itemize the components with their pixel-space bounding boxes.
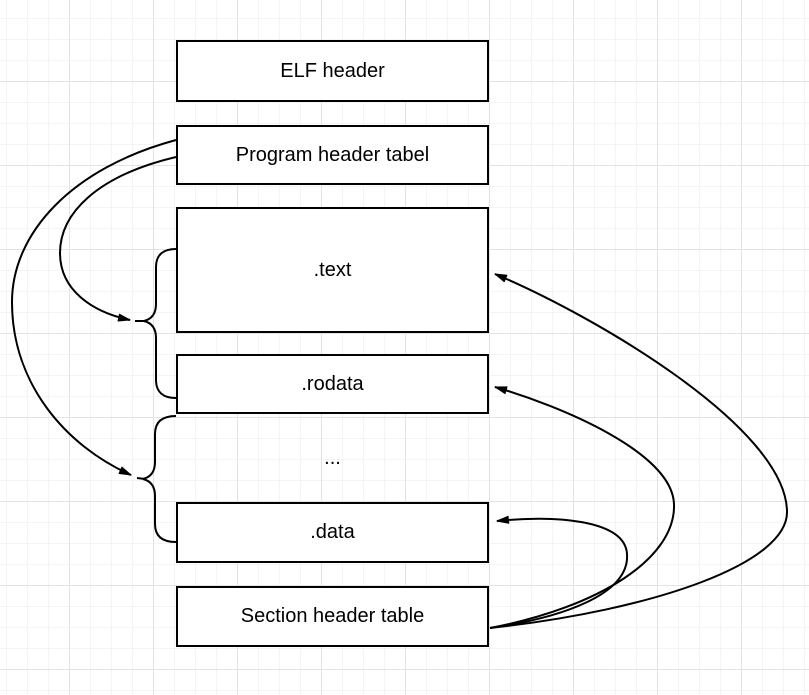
arrow-pht-to-ellipsis-data-group[interactable] [10,139,177,476]
arrow-sht-to-rodata[interactable] [489,386,676,629]
node-ellipsis[interactable]: ... [176,428,489,488]
node-ellipsis-label: ... [324,446,341,469]
node-program-header-table-label: Program header tabel [235,143,430,166]
node-rodata-section[interactable]: .rodata [176,354,489,414]
arrow-sht-to-data[interactable] [489,515,629,629]
node-data-section-label: .data [310,521,355,543]
node-data-section[interactable]: .data [176,502,489,563]
node-program-header-table[interactable]: Program header tabel [176,125,489,185]
node-text-section[interactable]: .text [176,207,489,333]
brace-ellipsis-data[interactable] [142,415,177,543]
node-section-header-table-label: Section header table [240,605,425,627]
arrow-pht-to-text-rodata-group[interactable] [58,156,177,322]
node-rodata-section-label: .rodata [301,372,364,395]
arrow-sht-to-text[interactable] [489,273,789,629]
node-text-section-label: .text [313,258,352,281]
node-elf-header-label: ELF header [280,59,385,82]
node-elf-header[interactable]: ELF header [176,40,489,102]
brace-text-rodata[interactable] [143,248,177,399]
arrow-stub-2 [136,477,146,480]
node-section-header-table[interactable]: Section header table [176,586,489,647]
